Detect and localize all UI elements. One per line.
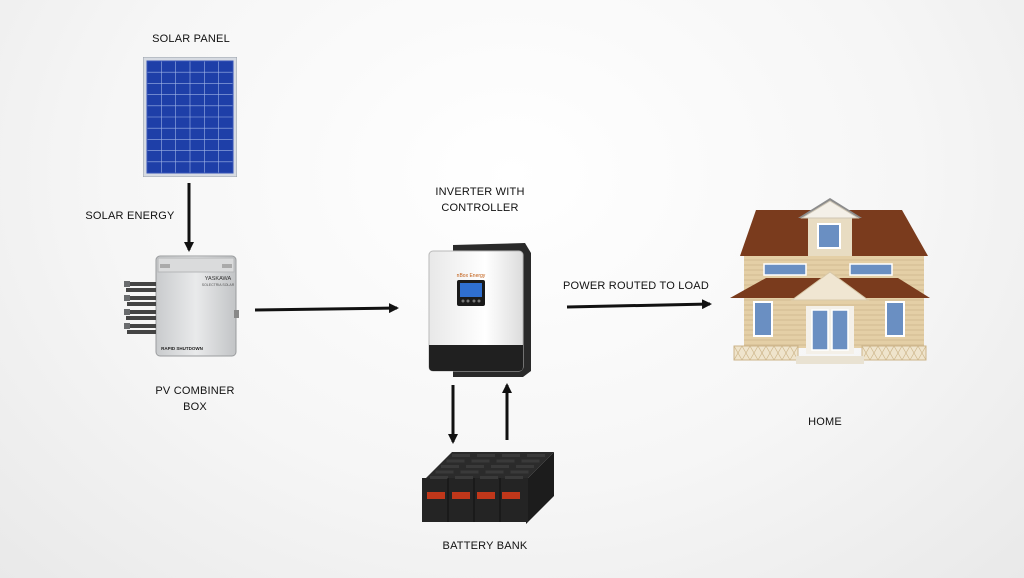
battery-bank-label: BATTERY BANK — [442, 540, 528, 552]
combiner-box-label-line1: PV COMBINER — [155, 385, 235, 397]
combiner-box-label-line2: BOX — [183, 401, 207, 413]
home-label: HOME — [808, 416, 842, 428]
pv-combiner-box-image: YASKAWA SOLECTRIA SOLAR RAPID SHUTDOWN — [124, 255, 239, 357]
combiner-brand-line2: SOLECTRIA SOLAR — [202, 283, 235, 287]
home-image — [730, 198, 930, 364]
inverter-label-line1: INVERTER WITH — [435, 186, 525, 198]
inverter-label-line2: CONTROLLER — [441, 202, 519, 214]
power-routed-label: POWER ROUTED TO LOAD — [562, 280, 709, 292]
inverter-brand: nBox Energy — [457, 273, 486, 279]
solar-panel-label: SOLAR PANEL — [152, 33, 230, 45]
battery-bank-image — [422, 452, 554, 524]
battery-front-labels — [427, 492, 520, 499]
inverter-image: nBox Energy — [428, 243, 531, 377]
combiner-box-label: PV COMBINER BOX — [140, 383, 250, 415]
solar-energy-label: SOLAR ENERGY — [85, 210, 175, 222]
inverter-label: INVERTER WITH CONTROLLER — [420, 184, 540, 216]
combiner-rapid-shutdown: RAPID SHUTDOWN — [161, 346, 203, 351]
arrow-combiner-to-inverter — [254, 303, 399, 314]
arrow-inverter-to-home — [566, 299, 712, 310]
combiner-brand-line1: YASKAWA — [205, 276, 232, 282]
solar-panel-image — [143, 57, 237, 177]
combiner-connectors — [126, 282, 156, 334]
